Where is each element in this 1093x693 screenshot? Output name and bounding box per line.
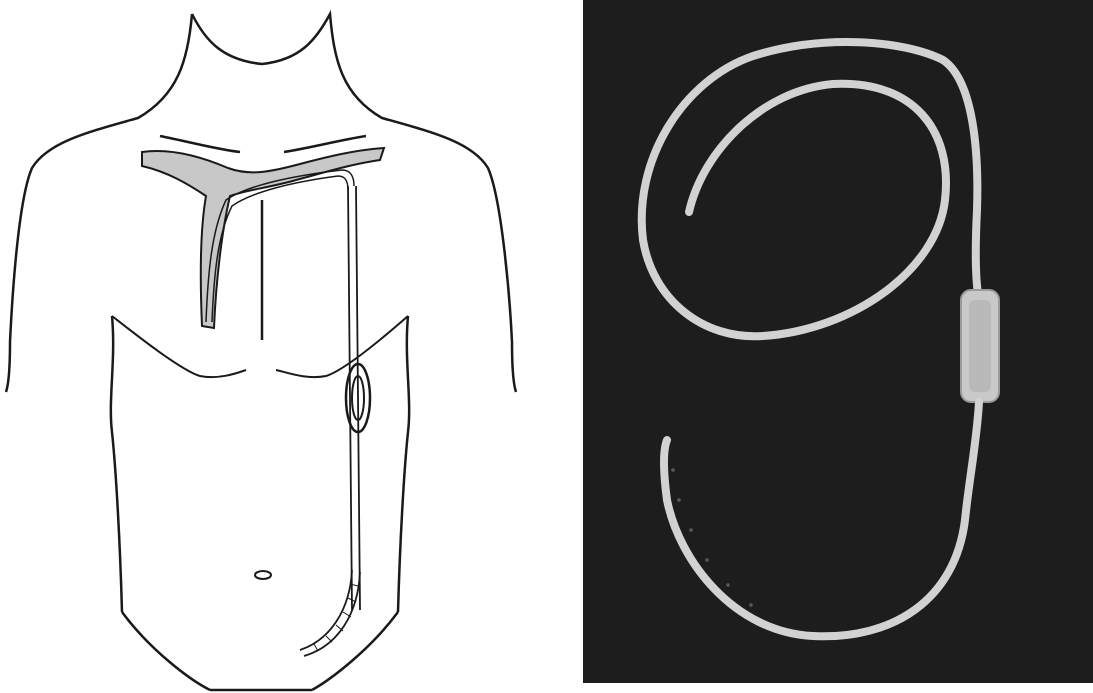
catheter-in-vein-inner xyxy=(212,176,348,322)
distal-catheter-outer xyxy=(300,570,352,650)
torso-outline xyxy=(192,14,516,392)
photo-background xyxy=(583,0,1093,683)
umbilicus xyxy=(255,571,271,579)
right-arm-inner xyxy=(398,316,409,612)
left-pectoral xyxy=(112,316,246,377)
left-arm-inner xyxy=(111,316,122,612)
torso-diagram-panel xyxy=(0,0,560,693)
torso-diagram xyxy=(0,0,560,693)
catheter-photo-panel xyxy=(583,0,1093,683)
torso-outline-left xyxy=(6,14,192,392)
catheter-photo xyxy=(583,0,1093,683)
catheter-cuff-inner xyxy=(969,300,991,392)
right-pectoral xyxy=(276,316,408,377)
left-clavicle xyxy=(160,136,240,152)
tunnel-catheter-inner xyxy=(356,186,360,610)
lower-abdomen xyxy=(122,612,398,690)
right-clavicle xyxy=(284,136,366,152)
